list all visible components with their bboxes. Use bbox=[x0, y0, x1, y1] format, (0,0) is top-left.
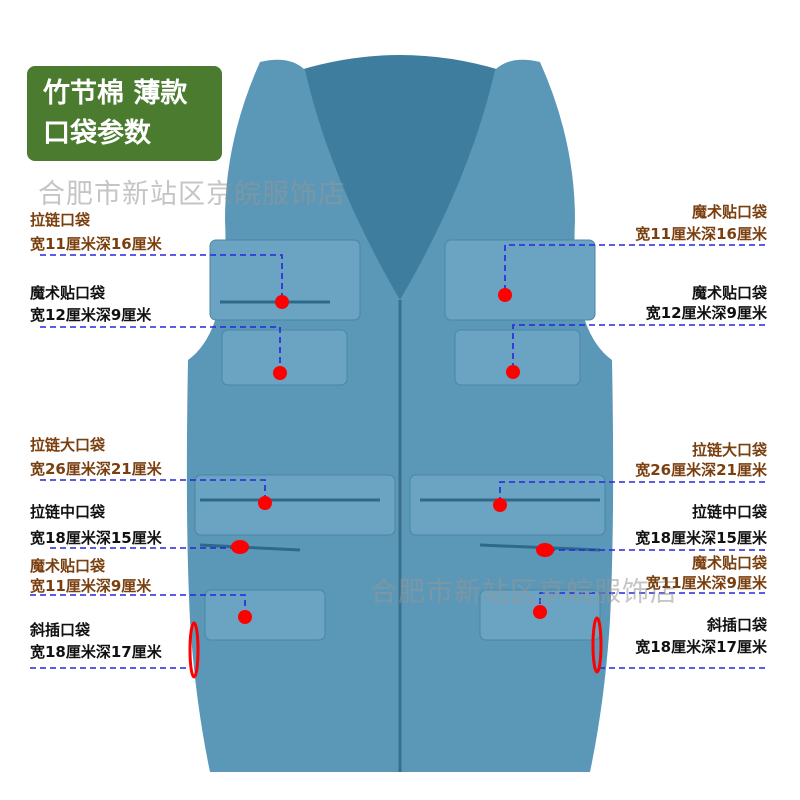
right-label-6: 斜插口袋宽18厘米深17厘米 bbox=[635, 616, 767, 656]
right-label-1: 魔术贴口袋宽11厘米深16厘米 bbox=[635, 203, 767, 243]
left-label-1: 拉链口袋宽11厘米深16厘米 bbox=[30, 211, 162, 253]
badge-line2: 口袋参数 bbox=[43, 118, 151, 149]
product-badge: 竹节棉 薄款 口袋参数 bbox=[27, 66, 222, 161]
left-label-6: 斜插口袋宽18厘米深17厘米 bbox=[30, 621, 162, 661]
watermark: 合肥市新站区京皖服饰店 bbox=[370, 577, 678, 608]
badge-line1: 竹节棉 薄款 bbox=[43, 78, 188, 109]
left-label-3: 拉链大口袋宽26厘米深21厘米 bbox=[30, 436, 162, 478]
left-label-4: 拉链中口袋宽18厘米深15厘米 bbox=[30, 503, 162, 547]
pocket-markers bbox=[188, 288, 603, 679]
left-label-2: 魔术贴口袋宽12厘米深9厘米 bbox=[30, 284, 152, 324]
right-label-4: 拉链中口袋宽18厘米深15厘米 bbox=[635, 503, 767, 547]
left-label-5: 魔术贴口袋宽11厘米深9厘米 bbox=[30, 557, 152, 595]
right-label-3: 拉链大口袋宽26厘米深21厘米 bbox=[635, 441, 767, 479]
right-label-5: 魔术贴口袋宽11厘米深9厘米 bbox=[645, 554, 767, 592]
right-label-2: 魔术贴口袋宽12厘米深9厘米 bbox=[645, 284, 767, 322]
watermark: 合肥市新站区京皖服饰店 bbox=[38, 179, 346, 210]
